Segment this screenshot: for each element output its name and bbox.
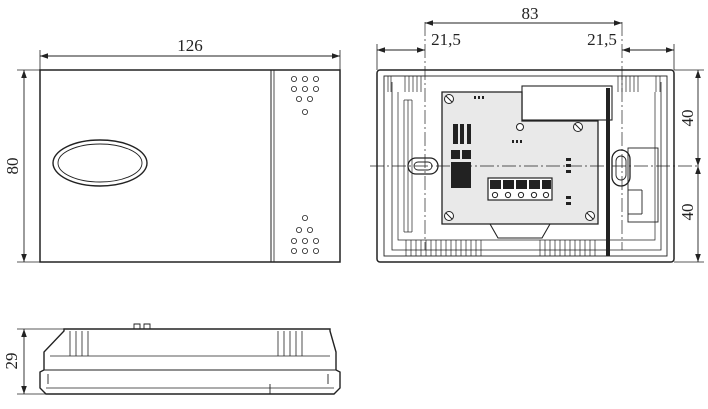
vent-holes-top — [290, 76, 319, 116]
back-height-dimensions: 40 40 — [674, 69, 704, 263]
front-width-label: 126 — [177, 36, 203, 55]
right-offset-dimension: 21,5 — [587, 30, 675, 70]
pcb-components — [451, 96, 571, 205]
right-offset-label: 21,5 — [587, 30, 617, 49]
bottom-latch — [489, 223, 551, 239]
top-component — [521, 85, 613, 121]
pcb-screws — [444, 94, 595, 221]
left-offset-dimension: 21,5 — [376, 30, 461, 70]
back-view: 83 21,5 21,5 40 40 — [370, 4, 704, 263]
back-width-dimension: 83 — [425, 4, 622, 26]
front-view: 126 80 — [3, 36, 341, 263]
terminal-block — [487, 177, 553, 201]
front-housing-outline — [39, 69, 341, 263]
vent-holes-bottom — [290, 214, 319, 254]
right-mounting-slot — [611, 149, 631, 187]
right-bracket — [627, 147, 659, 223]
side-top-notches — [133, 323, 151, 329]
side-view: 29 — [2, 323, 341, 395]
circuit-board — [441, 91, 599, 225]
front-height-label: 80 — [3, 158, 22, 175]
lower-height-label: 40 — [678, 204, 697, 221]
side-ribs — [69, 331, 303, 356]
side-depth-label: 29 — [2, 353, 21, 370]
top-clip-ribs — [387, 76, 661, 92]
display-window-oval — [52, 139, 148, 187]
back-width-label: 83 — [522, 4, 539, 23]
center-lines — [370, 22, 698, 250]
left-offset-label: 21,5 — [431, 30, 461, 49]
vertical-divider-bar — [606, 88, 610, 256]
side-depth-dimension: 29 — [2, 328, 64, 395]
side-profile-outline — [39, 328, 341, 395]
front-width-dimension: 126 — [39, 36, 341, 70]
upper-height-label: 40 — [678, 110, 697, 127]
front-height-dimension: 80 — [3, 69, 40, 263]
bottom-clip-ribs — [405, 240, 596, 256]
